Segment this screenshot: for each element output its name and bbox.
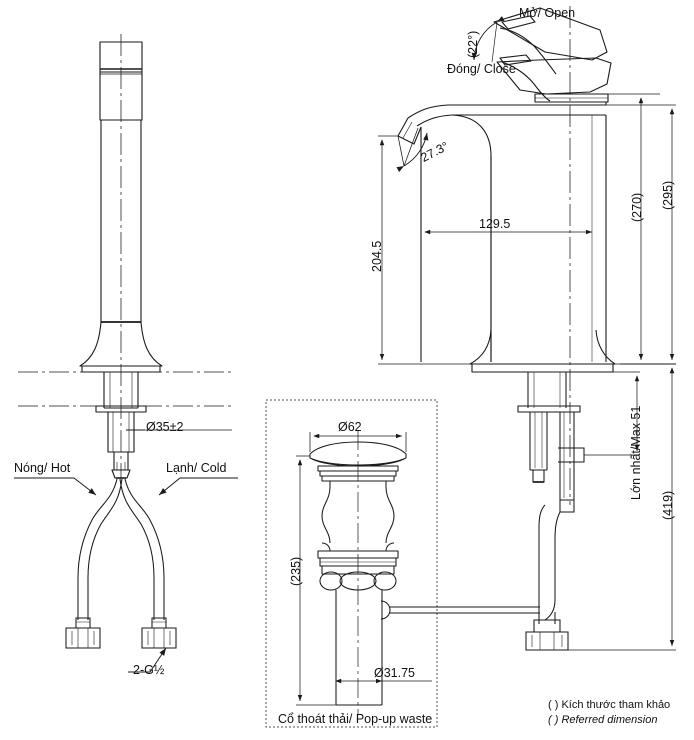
label-cold: Lạnh/ Cold bbox=[166, 461, 227, 475]
label-open: Mở/ Open bbox=[519, 6, 576, 20]
dim-waste-flange: Ø62 bbox=[338, 420, 362, 434]
supply-hoses bbox=[65, 478, 177, 649]
dim-waste-tail: Ø31.75 bbox=[374, 666, 416, 680]
dimension-lines bbox=[378, 93, 676, 651]
footnote-line-2: ( ) Referred dimension bbox=[548, 713, 658, 726]
label-max-projection-text: Lớn nhất/Max 51 bbox=[629, 405, 643, 500]
dim-angle-open: (22°) bbox=[466, 30, 480, 58]
leader-thread bbox=[128, 647, 167, 673]
side-supply-hose bbox=[525, 504, 569, 651]
angle-arcs bbox=[396, 16, 505, 172]
side-mounting-hardware bbox=[517, 372, 585, 513]
label-hot: Nóng/ Hot bbox=[14, 461, 71, 475]
dim-waste-length: (235) bbox=[289, 556, 303, 586]
label-thread: 2-G½ bbox=[133, 663, 165, 677]
dim-mount-hole: Ø35±2 bbox=[146, 420, 184, 434]
dim-body-height: (270) bbox=[630, 192, 644, 222]
dim-overall-height: (295) bbox=[661, 180, 675, 210]
leader-hot bbox=[14, 477, 97, 496]
dim-spout-height: 204.5 bbox=[370, 240, 384, 272]
footnote: ( ) Kích thước tham khảo ( ) Referred di… bbox=[548, 698, 670, 728]
label-max-projection: Lớn nhất/Max 51 bbox=[629, 406, 643, 500]
leader-cold bbox=[158, 477, 238, 496]
detail-box-border bbox=[265, 399, 438, 728]
lift-rod-link bbox=[437, 606, 540, 614]
detail-dimension-lines bbox=[296, 432, 432, 706]
label-popup-waste: Cổ thoát thải/ Pop-up waste bbox=[278, 712, 433, 726]
dim-total-height: (419) bbox=[661, 490, 675, 520]
footnote-line-1: ( ) Kích thước tham khảo bbox=[548, 699, 671, 711]
dim-spout-reach: 129.5 bbox=[479, 217, 511, 231]
label-close: Đóng/ Close bbox=[447, 62, 516, 76]
